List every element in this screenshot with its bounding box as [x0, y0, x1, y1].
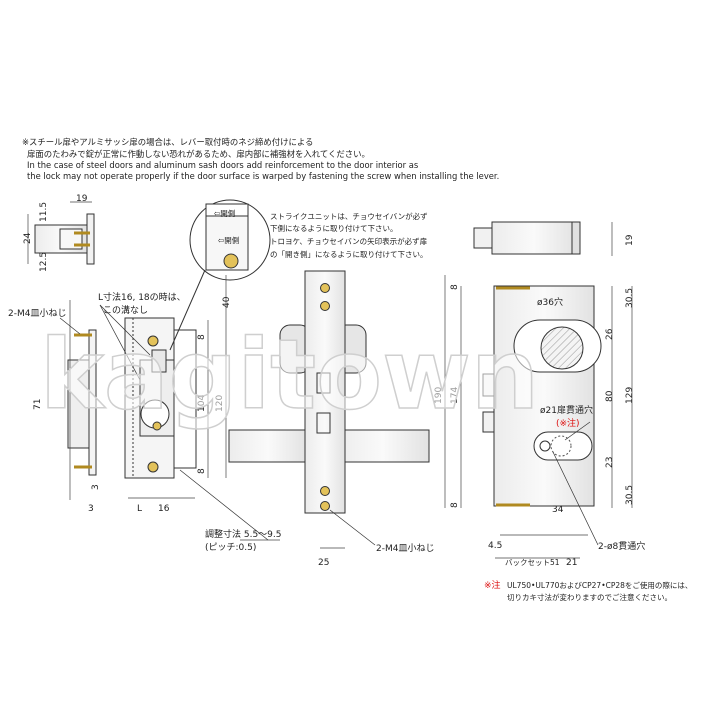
dim-8d: 8 [450, 502, 460, 508]
footnote-line2: 切りカキ寸法が変わりますのでご注意ください。 [507, 592, 672, 602]
dim-30-5a: 30.5 [625, 288, 635, 308]
dim-16: 16 [158, 504, 170, 514]
dim-4-5: 4.5 [488, 541, 502, 551]
dim-25: 25 [318, 558, 329, 568]
dim-11-5: 11.5 [39, 202, 49, 222]
dim-3a: 3 [91, 484, 101, 490]
dim-24: 24 [23, 232, 33, 244]
note-jp-line2: 扉面のたわみで錠が正常に作動しない恐れがあるため、扉内部に補強材を入れてください… [27, 149, 370, 159]
dim-8a: 8 [197, 334, 207, 340]
dim-129: 129 [625, 387, 635, 404]
strike-note-2: 下側になるように取り付けて下さい。 [270, 223, 398, 233]
dimension-lines [27, 201, 633, 559]
dim-12-5: 12.5 [39, 252, 49, 272]
strike-note-3: トロヨケ、チョウセイバンの矢印表示が必ず扉 [270, 236, 428, 246]
dim-80: 80 [605, 390, 615, 402]
label-hole21-note: (※注) [556, 417, 580, 429]
footnote-line1: UL750•UL770およびCP27•CP28をご使用の際には、 [507, 580, 692, 590]
label-hiraki-1: ⇦開側 [214, 208, 235, 218]
dim-26: 26 [605, 328, 615, 340]
dim-21: 21 [566, 558, 577, 568]
strike-unit [124, 199, 271, 479]
dim-8b: 8 [197, 468, 207, 474]
dim-L: L [137, 504, 142, 514]
dim-71: 71 [33, 399, 43, 410]
dim-40: 40 [222, 296, 232, 308]
label-screw-side: 2-M4皿小ねじ [8, 308, 66, 319]
dim-104: 104 [197, 395, 207, 412]
strike-note-4: の「開き側」になるように取り付けて下さい。 [270, 249, 428, 259]
label-groove-1: L寸法16, 18の時は、 [98, 291, 186, 303]
label-adjust-2: (ピッチ:0.5) [205, 542, 256, 553]
note-en-line1: In the case of steel doors and aluminum … [27, 160, 419, 170]
leader-lines [59, 304, 599, 546]
label-screw-front: 2-M4皿小ねじ [376, 543, 434, 554]
strike-note-1: ストライクユニットは、チョウセイバンが必ず [270, 211, 428, 221]
dim-120: 120 [215, 395, 225, 412]
label-hiraki-2: ⇦開側 [218, 235, 239, 245]
watermark: kagitown [40, 319, 539, 431]
note-en-line2: the lock may not operate properly if the… [27, 171, 500, 181]
dim-174: 174 [450, 387, 460, 404]
label-hole21: ø21扉貫通穴 [540, 404, 593, 416]
dim-30-5b: 30.5 [625, 485, 635, 505]
dim-19a: 19 [76, 194, 88, 204]
dim-34: 34 [552, 505, 564, 515]
note-jp-line1: ※スチール扉やアルミサッシ扉の場合は、レバー取付時のネジ締め付けによる [22, 137, 314, 147]
dim-8c: 8 [450, 284, 460, 290]
footnote-mark: ※注 [484, 579, 501, 591]
case-view [473, 221, 602, 507]
dim-23: 23 [605, 457, 615, 468]
label-hole8: 2-ø8貫通穴 [598, 540, 645, 552]
label-backset: バックセット51 [505, 558, 560, 567]
label-groove-2: この溝なし [103, 304, 148, 316]
front-view [228, 270, 430, 514]
side-view [34, 213, 97, 476]
dim-3b: 3 [88, 504, 94, 514]
dim-19b: 19 [625, 234, 635, 246]
label-hole36: ø36穴 [537, 296, 563, 308]
dim-190: 190 [434, 387, 444, 404]
label-adjust-1: 調整寸法 5.5〜9.5 [205, 528, 282, 540]
